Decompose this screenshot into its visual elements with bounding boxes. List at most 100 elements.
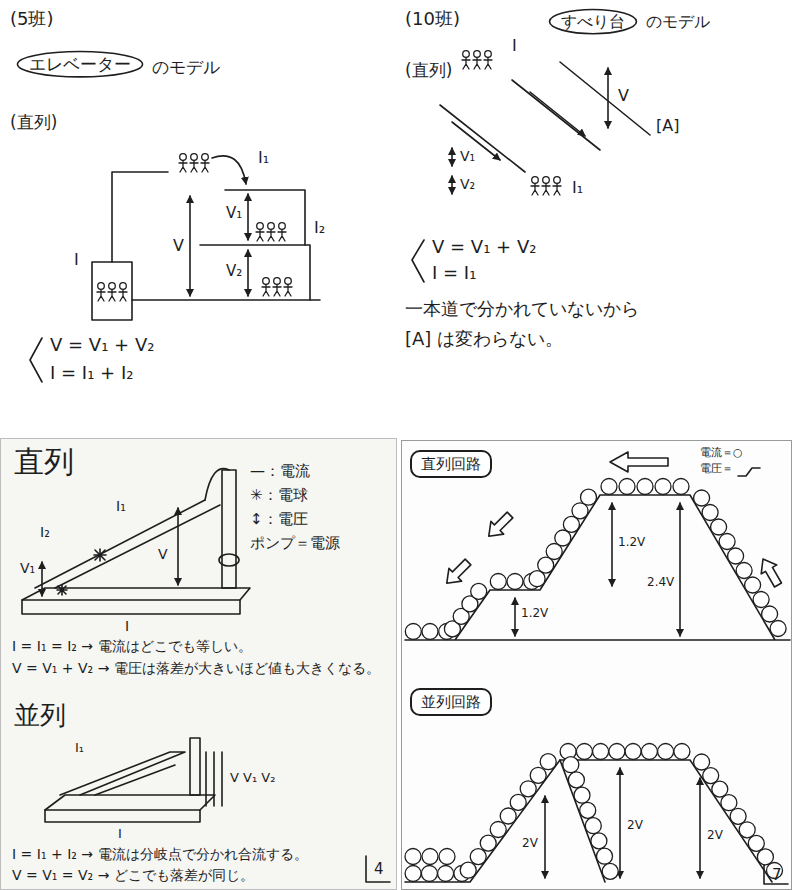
stick-person — [278, 229, 286, 241]
charge-bead — [470, 849, 486, 865]
section-heading: 直列 — [14, 444, 74, 480]
slide-line — [512, 80, 600, 150]
handwritten-label: I — [125, 618, 129, 635]
voltage-arrow — [451, 176, 453, 194]
charge-bead — [540, 754, 556, 770]
handwritten-label: I₁ — [572, 178, 583, 197]
handwritten-label: V = V₁ + V₂ — [50, 334, 154, 356]
pump-symbol — [219, 554, 239, 566]
handwritten-label: V₁ — [460, 148, 475, 165]
hill-outline — [560, 760, 605, 882]
step-line — [200, 245, 310, 300]
charge-bead — [736, 563, 752, 579]
flow-arrow — [610, 452, 668, 472]
stick-person — [108, 289, 116, 301]
stick-person — [202, 154, 209, 161]
charge-beads — [405, 479, 786, 882]
elevator-box — [92, 262, 132, 320]
stick-person — [485, 51, 492, 58]
charge-bead — [721, 795, 737, 811]
charge-bead — [757, 849, 773, 865]
voltage-arrow — [247, 194, 249, 240]
stick-person — [109, 283, 116, 290]
charge-bead — [637, 479, 653, 495]
handwritten-label: 2V — [707, 828, 723, 842]
charge-bead — [405, 624, 421, 640]
voltage-arrow — [206, 752, 222, 806]
handwritten-label: [A] — [656, 116, 679, 135]
handwritten-label: V₁ — [226, 204, 242, 222]
handwritten-label: V — [618, 86, 629, 105]
stick-person — [553, 183, 561, 195]
handwritten-label: V₂ — [226, 262, 242, 280]
charge-bead — [593, 744, 609, 760]
handwritten-label: [A] は変わらない。 — [405, 328, 563, 350]
handwritten-label: 2V — [522, 836, 538, 850]
charge-bead — [655, 479, 671, 495]
title-box: 直列回路 — [410, 450, 492, 478]
hill-outline — [405, 760, 772, 882]
handwritten-label: V V₁ V₂ — [230, 770, 275, 786]
pump-symbol — [222, 470, 236, 588]
stick-person — [532, 177, 539, 184]
handwritten-label: I₂ — [40, 524, 50, 541]
handwritten-label: 2.4V — [647, 575, 674, 589]
handwritten-label: 7 — [772, 866, 782, 884]
move-arrow — [212, 156, 246, 184]
charge-bead — [625, 744, 641, 760]
charge-bead — [753, 592, 769, 608]
voltage-arrow — [607, 68, 609, 128]
stick-person — [474, 51, 481, 58]
charge-bead — [597, 848, 613, 864]
stick-person — [542, 183, 550, 195]
title-box: 並列回路 — [410, 688, 492, 716]
move-arrow — [530, 92, 585, 136]
charge-bead — [619, 479, 635, 495]
charge-bead — [585, 818, 601, 834]
bulb-symbol — [57, 585, 67, 595]
bracket — [30, 338, 42, 382]
handwritten-label: I = I₁ + I₂ — [50, 362, 133, 384]
handwritten-label: I = I₁ — [432, 262, 476, 284]
handwritten-label: I — [74, 250, 79, 269]
charge-bead — [568, 772, 584, 788]
charge-bead — [728, 548, 744, 564]
charge-bead — [658, 744, 674, 760]
node-text: 並列回路 — [421, 693, 481, 711]
charge-bead — [694, 490, 710, 506]
current-line — [112, 172, 168, 262]
handwritten-label: I — [118, 826, 122, 842]
stick-person — [285, 278, 292, 285]
handwritten-label: のモデル — [646, 12, 710, 31]
handwritten-label: ポンプ＝電源 — [250, 534, 340, 552]
voltage-arrow — [41, 562, 43, 596]
charge-bead — [471, 583, 487, 599]
stick-person — [119, 289, 127, 301]
handwritten-label: V₁ — [20, 560, 35, 577]
voltage-arrow — [514, 598, 516, 636]
bulb-symbol — [94, 549, 106, 561]
circle-outline — [550, 10, 637, 34]
charge-bead — [673, 479, 689, 495]
charge-bead — [563, 757, 579, 773]
handwritten-label: I₂ — [314, 218, 325, 237]
handwritten-label: V = V₁ = V₂ → どこでも落差が同じ。 — [12, 867, 392, 884]
handwritten-label: (5班) — [10, 8, 54, 30]
handwritten-label: I₁ — [75, 740, 84, 756]
stick-person — [463, 51, 470, 58]
charge-bead — [674, 744, 690, 760]
stick-person — [256, 229, 264, 241]
voltage-arrow — [679, 503, 681, 636]
stick-person — [473, 57, 481, 69]
charge-bead — [574, 787, 590, 803]
bracket — [412, 240, 424, 282]
photo-panel — [1, 439, 397, 890]
stick-person — [257, 223, 264, 230]
corner-mark — [366, 856, 390, 882]
voltage-arrow — [611, 503, 613, 586]
charge-bead — [439, 849, 455, 865]
stick-person — [191, 154, 198, 161]
handwritten-label: I = I₁ + I₂ → 電流は分岐点で分かれ合流する。 — [12, 846, 392, 863]
handwritten-label: —：電流 — [250, 462, 310, 480]
hill-outline — [405, 495, 790, 640]
